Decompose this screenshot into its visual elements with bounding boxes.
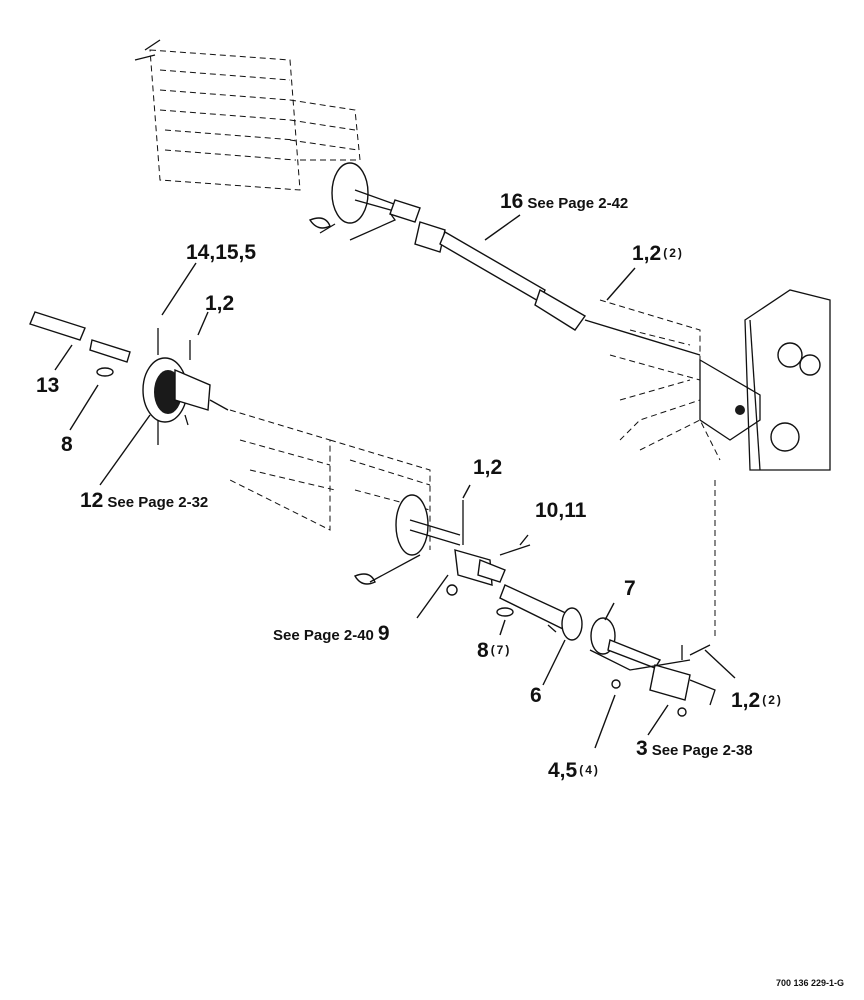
callout-number: 12: [80, 489, 104, 512]
callout-1-2-right: 1,2(2): [731, 690, 783, 711]
callout-6: 6: [530, 685, 542, 706]
upper-roller: [134, 39, 406, 224]
callout-8-left: 8: [61, 434, 73, 455]
callout-number: 1,2: [473, 456, 503, 479]
callout-number: 3: [636, 737, 648, 760]
callout-1-2-top: 1,2(2): [632, 243, 684, 264]
leader-lines: [54, 214, 736, 749]
callout-number: 8: [477, 639, 489, 662]
quantity: (2): [663, 246, 684, 260]
callout-4-5: 4,5(4): [548, 760, 600, 781]
lower-drive-assembly: [446, 480, 716, 717]
callout-1-2-mid: 1,2: [473, 457, 502, 478]
callout-number: 4,5: [548, 759, 578, 782]
callout-14-15-5: 14,15,5: [186, 242, 256, 263]
callout-7: 7: [624, 578, 636, 599]
quantity: (7): [490, 643, 512, 657]
callout-number: 1,2: [632, 242, 662, 265]
callout-8-mid: 8(7): [477, 640, 511, 661]
callout-number: 9: [377, 622, 390, 645]
quantity: (2): [762, 693, 783, 707]
callout-number: 1,2: [731, 689, 761, 712]
callout-number: 8: [61, 433, 73, 456]
callout-number: 10,11: [535, 499, 587, 522]
page-reference: See Page 2-40: [273, 627, 374, 644]
callout-number: 1,2: [205, 292, 235, 315]
page-reference: See Page 2-42: [527, 195, 629, 212]
page-reference: See Page 2-32: [107, 494, 209, 511]
right-frame: [599, 289, 831, 471]
top-drive-shaft: [308, 199, 701, 356]
callout-1-2-left: 1,2: [205, 293, 234, 314]
callout-number: 14,15,5: [186, 241, 257, 264]
callout-number: 16: [500, 190, 524, 213]
lower-roller: [229, 409, 461, 585]
drawing-id: 700 136 229-1-G: [775, 978, 844, 988]
quantity: (4): [579, 763, 600, 777]
callout-number: 7: [624, 577, 636, 600]
callout-number: 6: [530, 684, 542, 707]
page-reference: See Page 2-38: [651, 742, 753, 759]
callout-10-11: 10,11: [535, 500, 586, 521]
left-hub-assembly: [29, 311, 229, 445]
callout-number: 13: [36, 374, 60, 397]
callout-13: 13: [36, 375, 59, 396]
